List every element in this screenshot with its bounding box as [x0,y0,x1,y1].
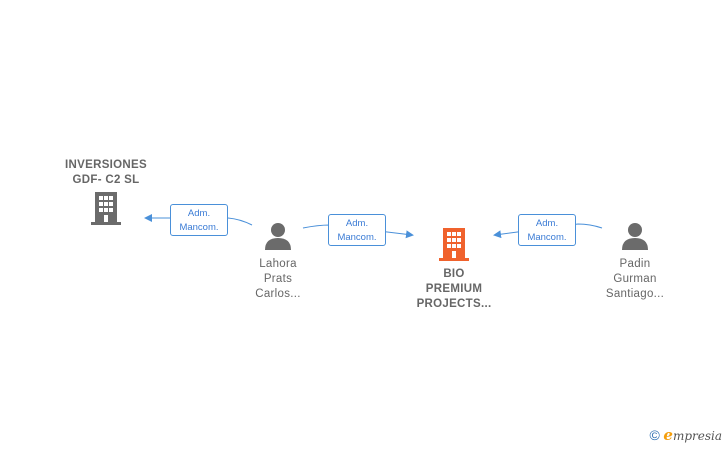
node-lahora[interactable]: Lahora Prats Carlos... [236,220,320,302]
empresia-logo: empresia [663,426,722,444]
node-padin-name-line2: Gurman [613,273,657,285]
building-icon [91,192,121,225]
relation-label-padin-bio[interactable]: Adm. Mancom. [518,214,576,246]
person-icon [622,223,648,250]
relation-label-line2: Mancom. [527,232,567,243]
node-lahora-name-line2: Prats [263,273,293,285]
footer-brand: © empresia [649,426,722,444]
relation-label-line2: Mancom. [337,232,377,243]
node-bio-premium[interactable]: BIO PREMIUM PROJECTS... [404,226,504,312]
node-lahora-name-line3: Carlos... [255,288,301,300]
relation-label-line2: Mancom. [179,222,219,233]
copyright-icon: © [649,427,660,443]
node-inversiones-name-line1: INVERSIONES [65,159,147,171]
node-inversiones[interactable]: INVERSIONES GDF- C2 SL [46,158,166,231]
node-padin-name-line3: Santiago... [605,288,665,300]
building-icon [439,228,469,261]
edge-padin-to-bio [493,223,603,239]
relation-label-lahora-inversiones[interactable]: Adm. Mancom. [170,204,228,236]
relation-label-line1: Adm. [345,218,369,229]
node-bio-name-line3: PROJECTS... [416,298,492,310]
relation-label-line1: Adm. [535,218,559,229]
node-lahora-name-line1: Lahora [259,258,297,270]
relation-label-lahora-bio[interactable]: Adm. Mancom. [328,214,386,246]
person-icon [265,223,291,250]
node-bio-name-line1: BIO [443,268,465,280]
edge-lahora-to-inversiones [144,214,253,226]
node-padin[interactable]: Padin Gurman Santiago... [592,220,678,302]
node-inversiones-name-line2: GDF- C2 SL [72,174,140,186]
node-bio-name-line2: PREMIUM [425,283,483,295]
node-padin-name-line1: Padin [619,258,651,270]
relation-label-line1: Adm. [187,208,211,219]
